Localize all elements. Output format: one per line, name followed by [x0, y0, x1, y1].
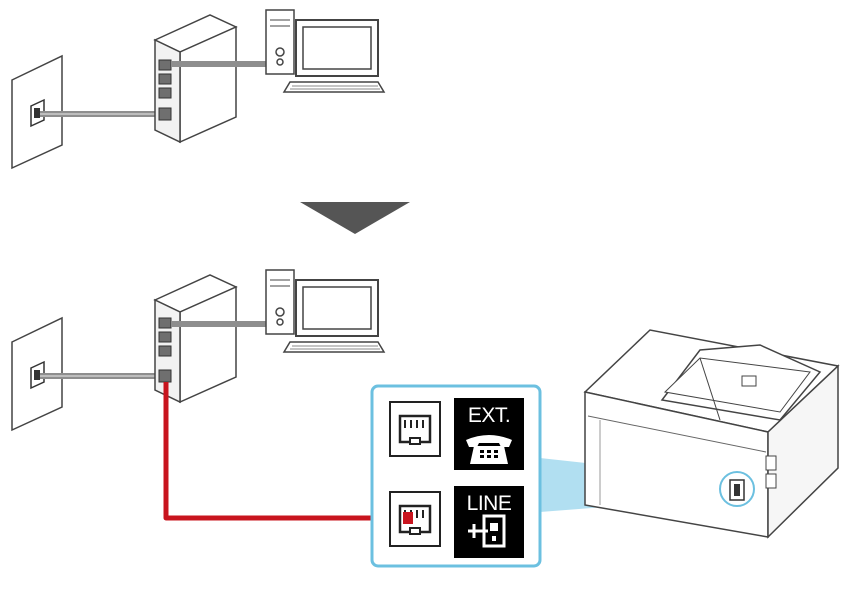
line-plug	[403, 512, 413, 524]
router-icon	[153, 274, 238, 404]
line-port-badge: LINE	[454, 486, 524, 558]
line-cable	[163, 382, 405, 521]
port-highlight-circle	[719, 471, 755, 507]
printer-icon	[583, 329, 840, 539]
down-arrow-icon	[300, 202, 410, 234]
computer-icon	[265, 9, 386, 93]
ext-port-badge: EXT.	[454, 398, 524, 470]
scene-after: EXT.	[11, 269, 840, 568]
modular-jack-icon	[389, 401, 441, 457]
router-icon	[153, 14, 238, 144]
port-callout: EXT.	[370, 384, 542, 568]
scene-before	[11, 9, 386, 170]
wall-jack-icon	[11, 316, 63, 432]
telephone-icon	[466, 435, 512, 464]
wall-jack-icon	[11, 54, 63, 170]
ext-port-label: EXT.	[468, 404, 510, 427]
computer-icon	[265, 269, 386, 353]
line-port-label: LINE	[467, 492, 512, 515]
line-jack-icon	[468, 514, 506, 548]
modular-jack-icon	[389, 491, 441, 547]
